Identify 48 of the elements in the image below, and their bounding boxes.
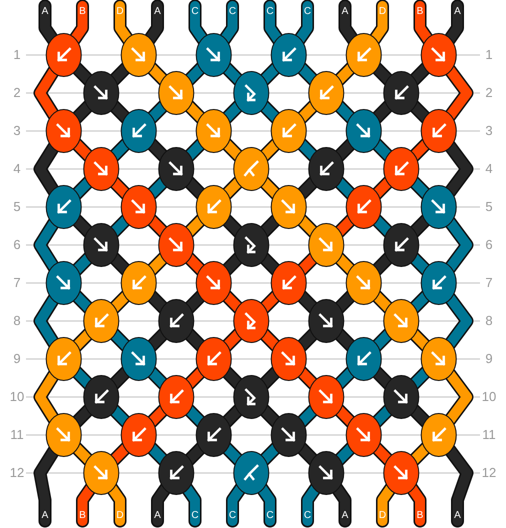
strand-letter: A [340, 511, 350, 521]
strand-letter: C [228, 7, 238, 17]
row-number: 7 [484, 276, 494, 290]
strand-letter: A [40, 7, 50, 17]
strand-letter: A [453, 511, 462, 521]
strand-letter: B [78, 7, 87, 17]
strand-letter: A [453, 7, 462, 17]
row-number: 6 [12, 238, 22, 252]
strand-letter: B [78, 511, 87, 521]
row-number: 11 [481, 428, 497, 442]
row-number: 4 [484, 162, 494, 176]
row-number: 11 [9, 428, 25, 442]
row-number: 3 [12, 124, 22, 138]
row-number: 3 [484, 124, 494, 138]
strand-letter: A [153, 7, 162, 17]
row-number: 4 [12, 162, 22, 176]
strand-letter: C [190, 511, 200, 521]
strand-letter: B [416, 7, 424, 17]
row-number: 9 [12, 352, 22, 366]
strand-letter: D [378, 511, 388, 521]
strand-letter: C [302, 511, 312, 521]
row-number: 12 [480, 466, 498, 480]
row-number: 1 [484, 48, 494, 62]
strand-letter: C [228, 511, 238, 521]
row-number: 9 [484, 352, 494, 366]
row-number: 8 [12, 314, 22, 328]
row-number: 2 [484, 86, 494, 100]
strand-letter: C [302, 7, 312, 17]
row-number: 2 [12, 86, 22, 100]
strand-letter: A [153, 511, 162, 521]
row-number: 10 [8, 390, 26, 404]
row-number: 1 [12, 48, 22, 62]
strand-letter: C [265, 511, 275, 521]
strand-letter: D [115, 511, 125, 521]
row-number: 5 [12, 200, 22, 214]
strand-letter: A [340, 7, 350, 17]
strand-letter: C [190, 7, 200, 17]
strand-letter: C [265, 7, 275, 17]
row-number: 8 [484, 314, 494, 328]
row-number: 7 [12, 276, 22, 290]
strand-letter: D [378, 7, 388, 17]
row-number: 5 [484, 200, 494, 214]
row-number: 12 [8, 466, 26, 480]
row-number: 10 [480, 390, 498, 404]
strand-letter: A [40, 511, 50, 521]
row-number: 6 [484, 238, 494, 252]
strand-letter: B [416, 511, 424, 521]
strand-letter: D [115, 7, 125, 17]
